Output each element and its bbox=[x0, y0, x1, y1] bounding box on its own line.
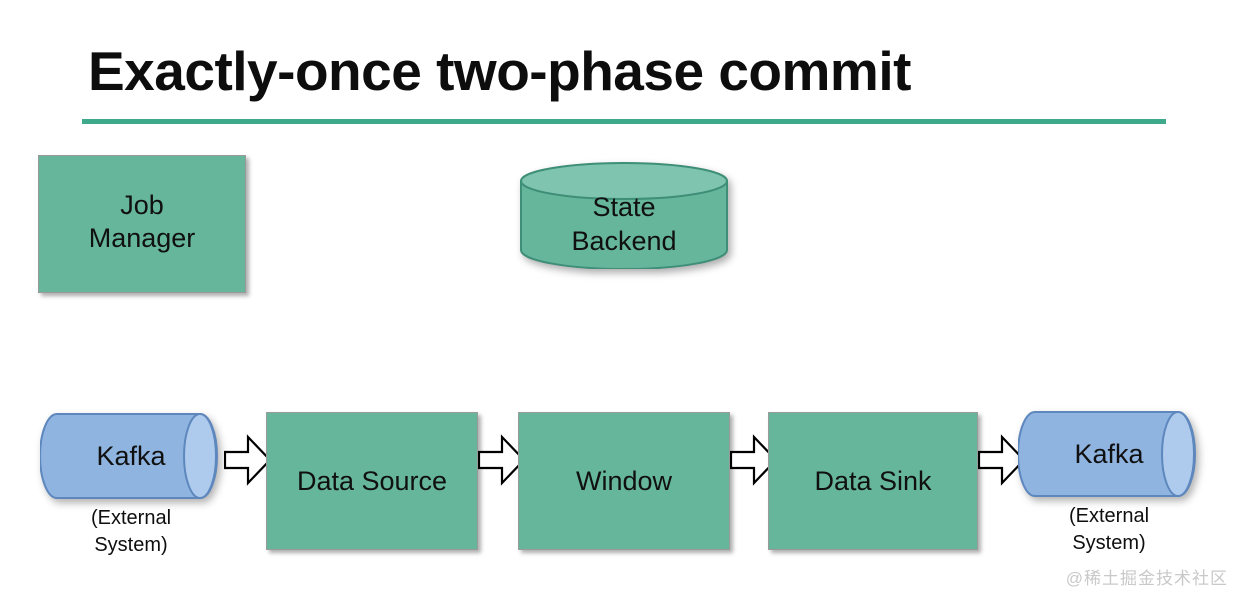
title-underline-rule bbox=[82, 119, 1166, 124]
block-arrow-right-icon bbox=[730, 434, 778, 486]
arrow-data-source-to-window bbox=[478, 434, 526, 486]
block-arrow-right-icon bbox=[978, 434, 1026, 486]
cylinder-shape bbox=[40, 413, 218, 499]
arrow-window-to-data-sink bbox=[730, 434, 778, 486]
node-state-backend: State Backend bbox=[519, 162, 729, 269]
node-kafka-source-label: Kafka bbox=[96, 441, 166, 471]
page-title: Exactly-once two-phase commit bbox=[88, 40, 911, 102]
node-job-manager: Job Manager bbox=[38, 155, 246, 293]
node-kafka-sink-caption: (External System) bbox=[1068, 505, 1150, 554]
cylinder-shape bbox=[1018, 411, 1196, 497]
cylinder-shape bbox=[520, 162, 728, 269]
node-data-sink-label: Data Sink bbox=[814, 466, 932, 496]
watermark: @稀土掘金技术社区 bbox=[1065, 569, 1228, 588]
block-arrow-right-icon bbox=[224, 434, 272, 486]
arrow-kafka-source-to-data-source bbox=[224, 434, 272, 486]
node-state-backend-label: State Backend bbox=[571, 192, 677, 256]
node-job-manager-label: Job Manager bbox=[88, 190, 196, 253]
arrow-data-sink-to-kafka-sink bbox=[978, 434, 1026, 486]
node-data-source-label: Data Source bbox=[296, 466, 448, 496]
node-window: Window bbox=[518, 412, 730, 550]
node-data-sink: Data Sink bbox=[768, 412, 978, 550]
node-window-label: Window bbox=[575, 466, 673, 496]
block-arrow-right-icon bbox=[478, 434, 526, 486]
node-kafka-sink-label: Kafka bbox=[1074, 439, 1144, 469]
node-kafka-source-caption: (External System) bbox=[90, 507, 172, 556]
node-data-source: Data Source bbox=[266, 412, 478, 550]
node-kafka-sink: Kafka bbox=[1018, 410, 1200, 498]
node-kafka-source: Kafka bbox=[40, 412, 222, 500]
